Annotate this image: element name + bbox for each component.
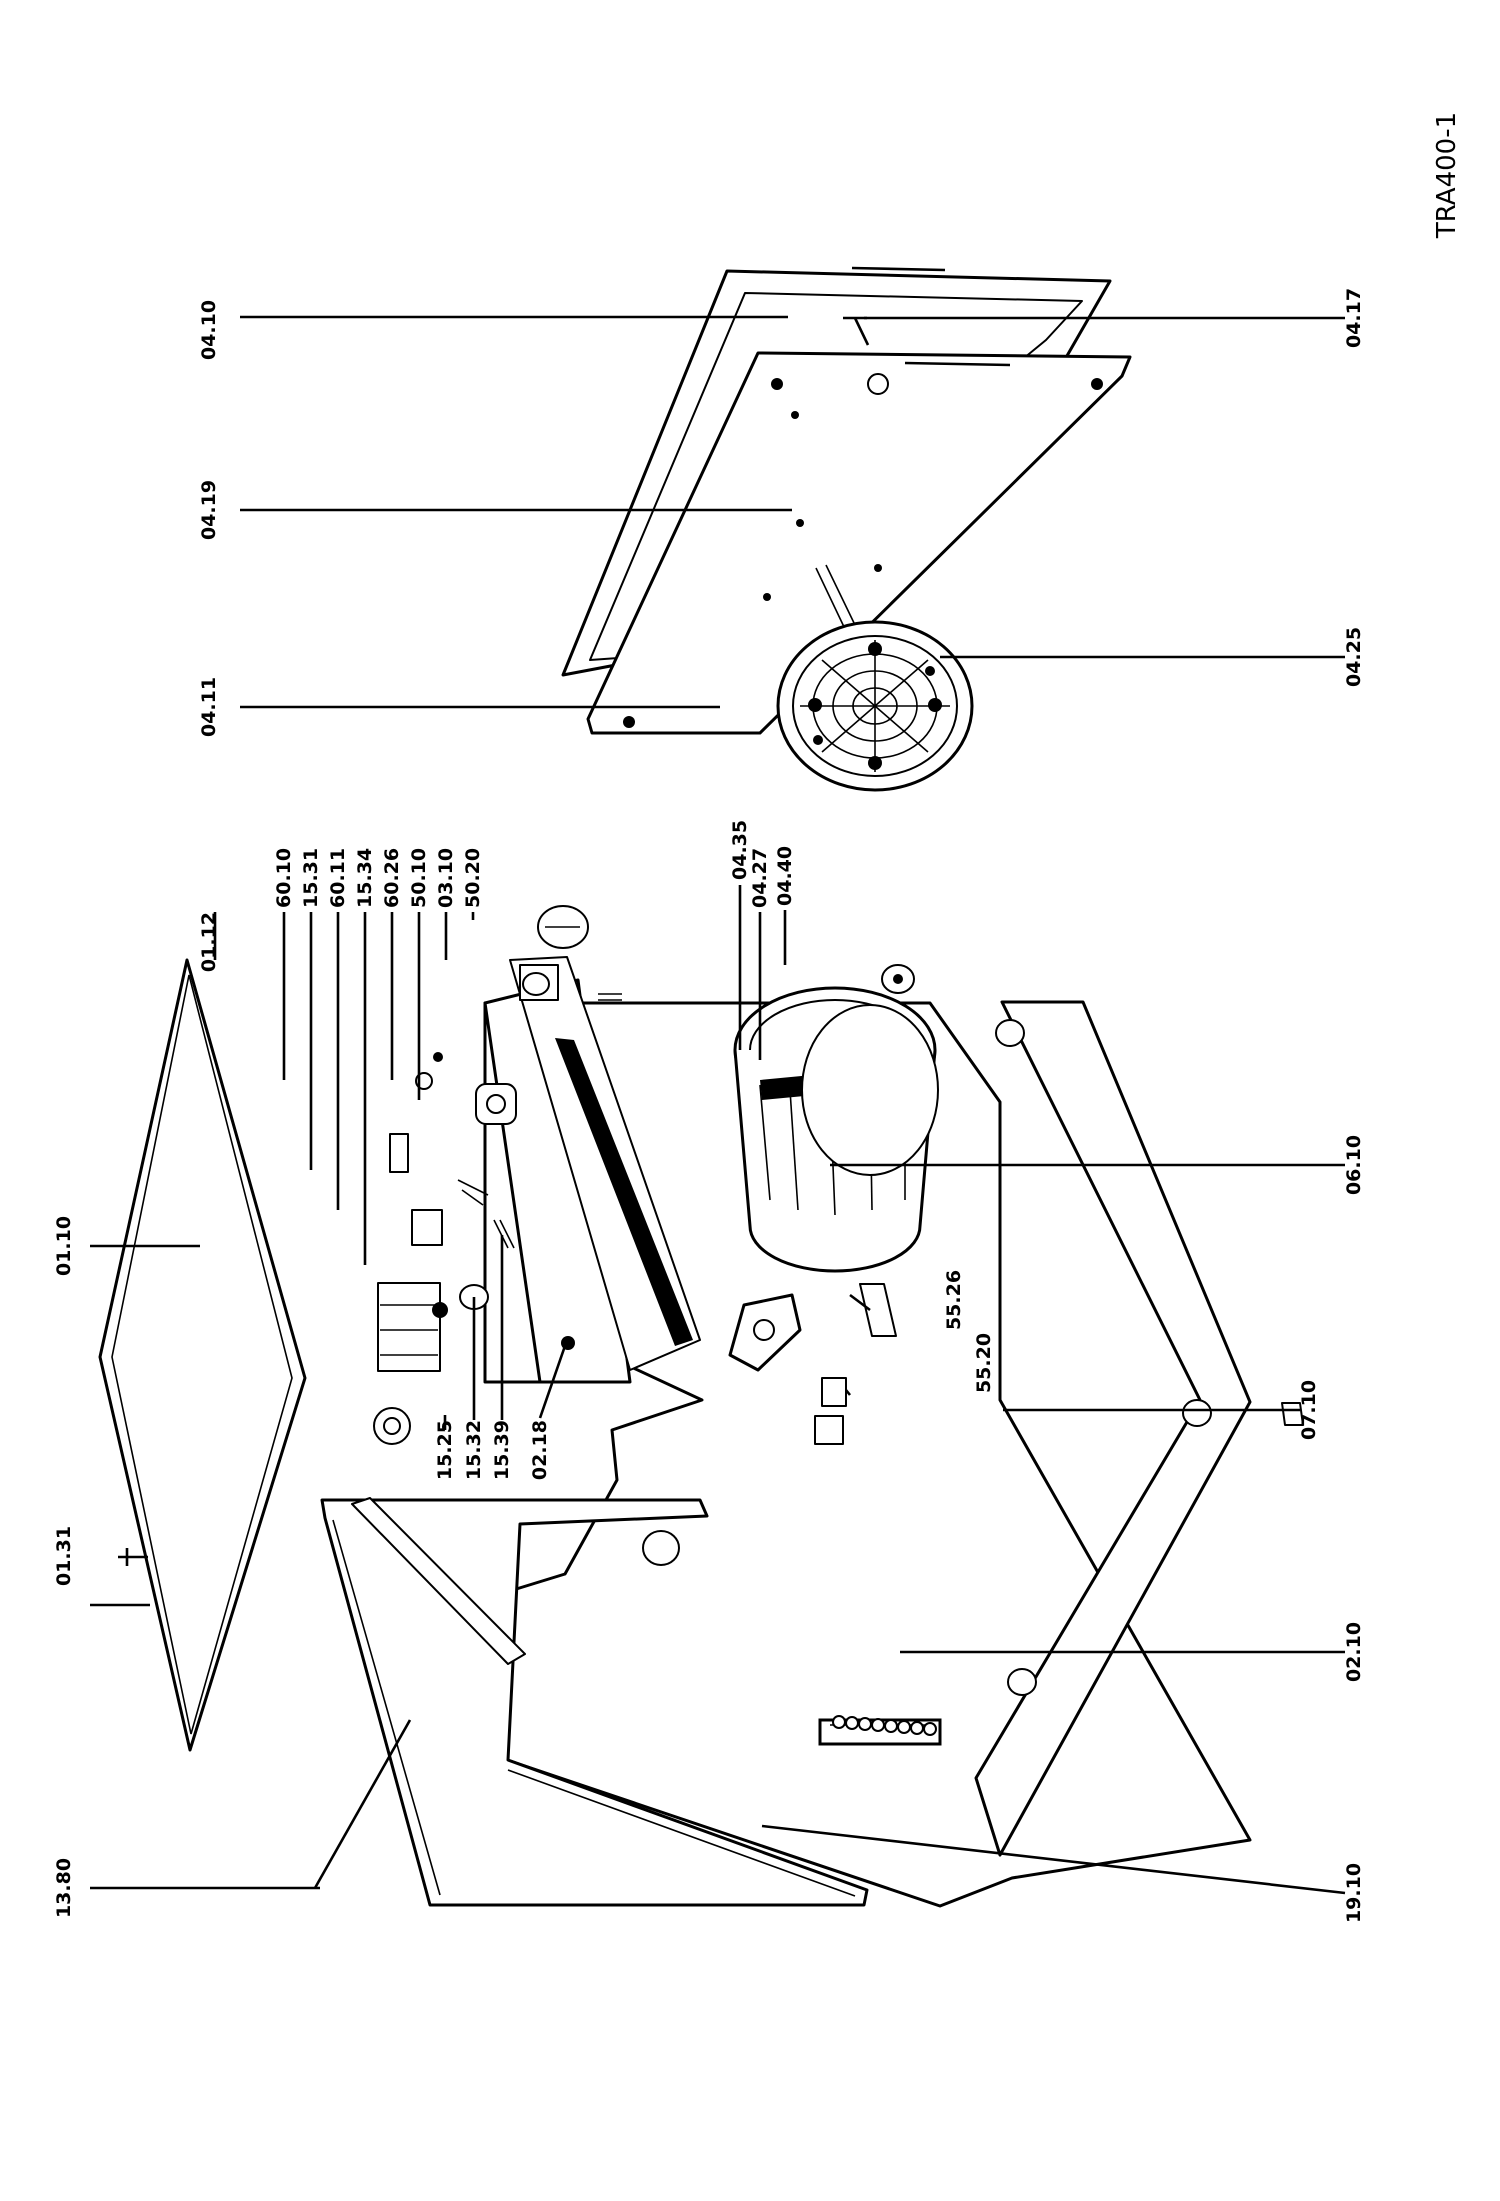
vent-slots bbox=[832, 1715, 937, 1736]
label-50-20: 50.20 bbox=[462, 848, 484, 908]
label-03-10: 03.10 bbox=[435, 848, 457, 908]
screw-15-25 bbox=[373, 1407, 411, 1445]
electrical-components bbox=[377, 1133, 897, 1445]
strut-13-80 bbox=[351, 1497, 680, 1665]
label-01-31: 01.31 bbox=[53, 1526, 75, 1586]
knob-04-40 bbox=[881, 964, 915, 994]
label-04-27: 04.27 bbox=[749, 848, 771, 908]
label-04-11: 04.11 bbox=[198, 677, 220, 737]
label-15-25: 15.25 bbox=[434, 1420, 456, 1480]
label-04-35: 04.35 bbox=[729, 820, 751, 880]
mounting-bracket bbox=[728, 1293, 802, 1372]
label-60-10: 60.10 bbox=[273, 848, 295, 908]
back-plate-04-11 bbox=[586, 351, 1132, 735]
label-01-12: 01.12 bbox=[198, 912, 220, 972]
label-04-40: 04.40 bbox=[774, 846, 796, 906]
fan-04-25 bbox=[776, 620, 974, 792]
label-15-39: 15.39 bbox=[491, 1420, 513, 1480]
label-04-10: 04.10 bbox=[198, 300, 220, 360]
label-60-26: 60.26 bbox=[381, 848, 403, 908]
label-06-10: 06.10 bbox=[1343, 1135, 1365, 1195]
label-04-25: 04.25 bbox=[1343, 627, 1365, 687]
label-15-34: 15.34 bbox=[354, 848, 376, 908]
screw-01-31 bbox=[118, 1548, 148, 1566]
cap-50-20 bbox=[537, 905, 589, 949]
label-55-26: 55.26 bbox=[943, 1270, 965, 1330]
label-01-10: 01.10 bbox=[53, 1216, 75, 1276]
label-55-20: 55.20 bbox=[973, 1333, 995, 1393]
label-13-80: 13.80 bbox=[53, 1858, 75, 1918]
label-07-10: 07.10 bbox=[1298, 1380, 1320, 1440]
drawing-code: TRA400-1 bbox=[1432, 112, 1462, 239]
leader-lines bbox=[90, 315, 1346, 1895]
label-02-10: 02.10 bbox=[1343, 1622, 1365, 1682]
label-04-17: 04.17 bbox=[1343, 288, 1365, 348]
foot-07-10 bbox=[1281, 1402, 1304, 1426]
gasket-04-27 bbox=[801, 1004, 939, 1176]
label-15-32: 15.32 bbox=[463, 1420, 485, 1480]
screw-04-17 bbox=[843, 316, 870, 346]
top-cover-01-10 bbox=[98, 958, 307, 1752]
label-04-19: 04.19 bbox=[198, 480, 220, 540]
part-labels: 04.10 04.19 04.11 04.17 04.25 01.10 01.3… bbox=[53, 288, 1365, 1923]
label-50-10: 50.10 bbox=[408, 848, 430, 908]
label-02-18: 02.18 bbox=[529, 1420, 551, 1480]
label-19-10: 19.10 bbox=[1343, 1863, 1365, 1923]
label-15-31: 15.31 bbox=[300, 848, 322, 908]
switch-50-10 bbox=[475, 1083, 517, 1125]
label-60-11: 60.11 bbox=[327, 848, 349, 908]
